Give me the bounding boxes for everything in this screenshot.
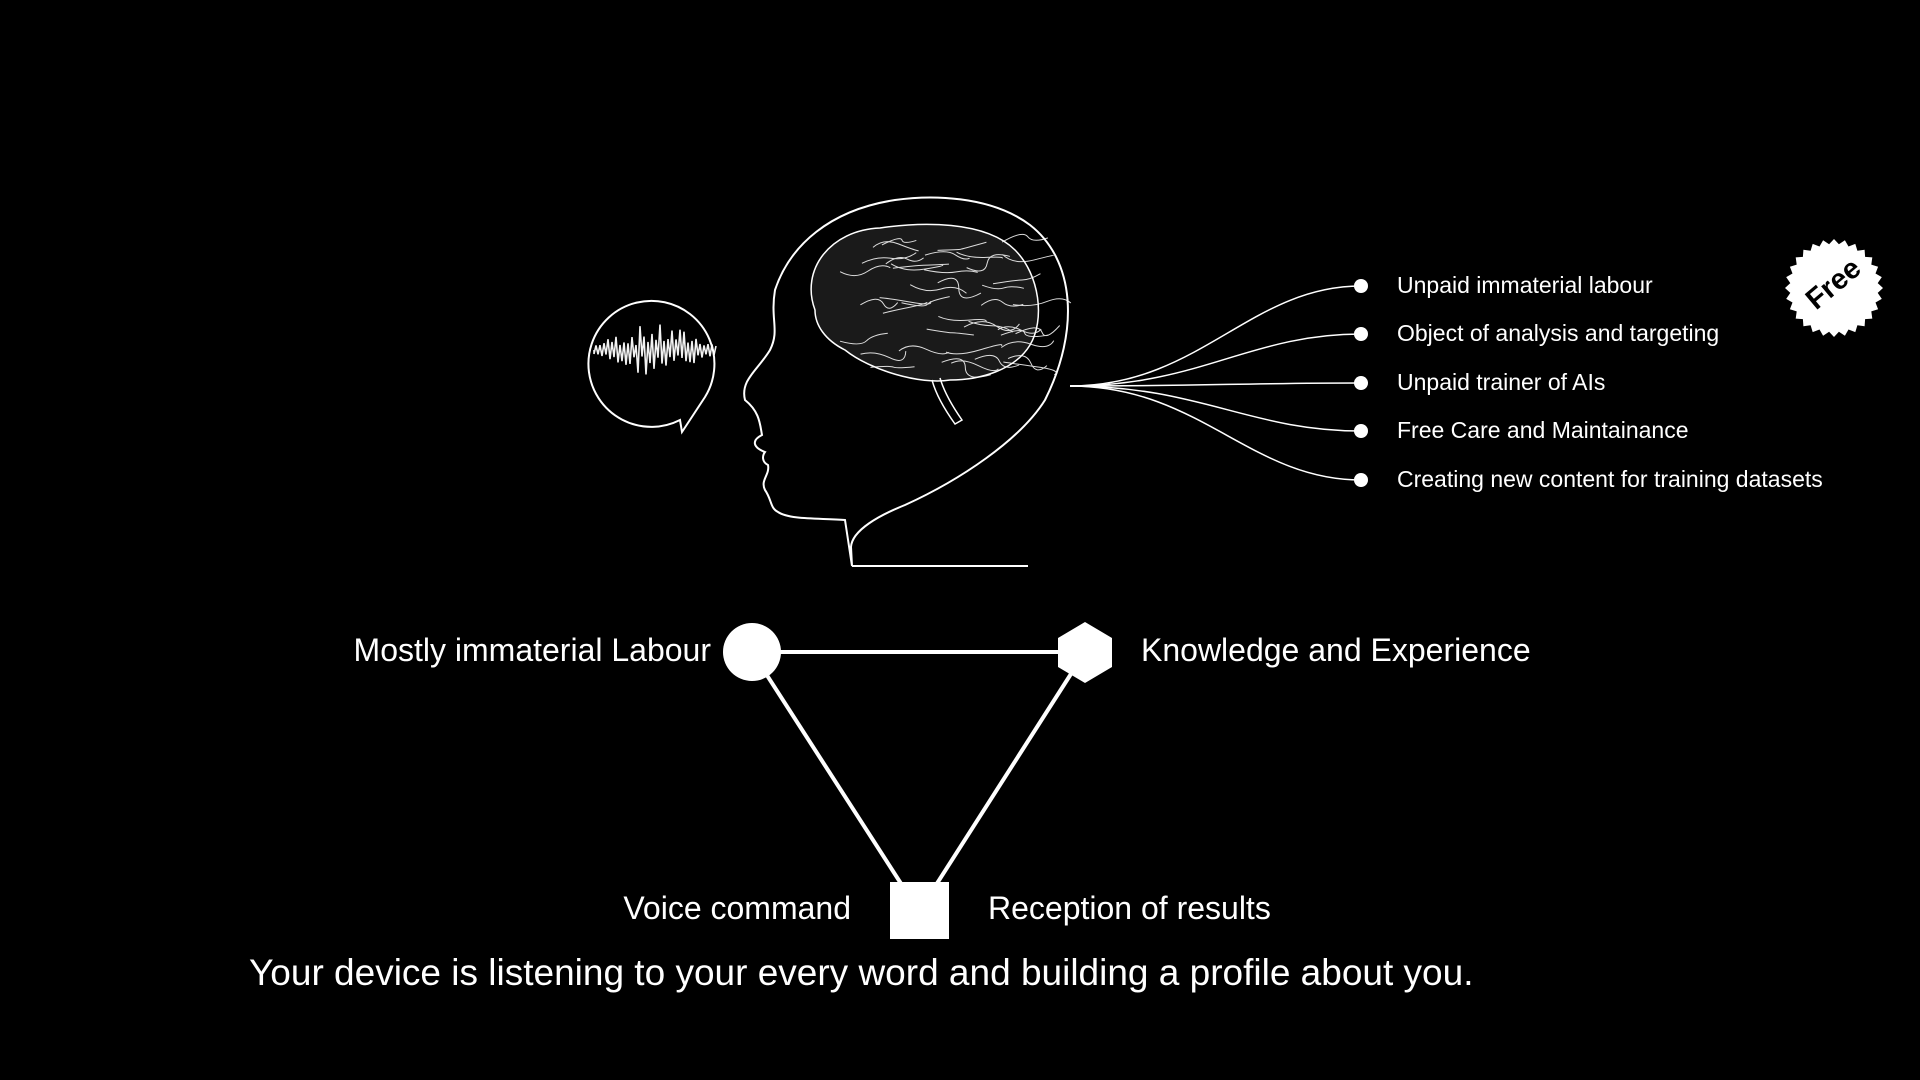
connector-line [1069, 385, 1362, 432]
brain-fold [860, 298, 899, 309]
brain-fold [992, 273, 1041, 285]
brain-fold [839, 332, 888, 345]
connector-line [1069, 333, 1362, 387]
head-silhouette-icon [743, 196, 1069, 567]
brain-fold [872, 241, 919, 252]
connector-line [1069, 285, 1362, 387]
output-dot [1354, 473, 1368, 487]
brain-fold [881, 238, 917, 246]
output-label: Unpaid trainer of AIs [1397, 369, 1606, 395]
output-dots [1354, 279, 1368, 487]
brain-fold [997, 326, 1042, 334]
soundwave-icon [593, 324, 717, 375]
connector-line [1069, 385, 1362, 481]
output-label: Object of analysis and targeting [1397, 320, 1720, 346]
connector-lines [1069, 285, 1362, 481]
brain-fold [937, 241, 987, 251]
brain-fold [974, 354, 1020, 368]
brain-fold [890, 263, 944, 271]
brain-fold [981, 284, 1024, 290]
brain-fold [1003, 361, 1057, 376]
brain-fold [980, 298, 1024, 307]
brain-fold [926, 328, 974, 336]
brain-fold [861, 252, 917, 264]
labour-label: Mostly immaterial Labour [353, 632, 711, 668]
caption: Your device is listening to your every w… [249, 952, 1474, 993]
brain-fold [1001, 233, 1049, 243]
brain-fold [945, 344, 1003, 355]
brain-fold [839, 265, 891, 277]
brain-fold [870, 365, 915, 369]
brain-fold [966, 254, 1011, 272]
brain-fold [909, 284, 967, 294]
brain-fold [924, 251, 970, 260]
brain-fold [879, 297, 932, 305]
brain-fold [963, 321, 1020, 332]
brain-fold [941, 358, 991, 378]
knowledge-node [1058, 622, 1112, 683]
brain-fold [898, 345, 950, 355]
brain-fold [923, 269, 978, 274]
brain-fold [1012, 298, 1072, 307]
voice-node [890, 882, 949, 939]
reception-label: Reception of results [988, 890, 1271, 926]
brain-icon [810, 223, 1072, 425]
output-dot [1354, 424, 1368, 438]
brain-fold [950, 360, 999, 372]
brain-fold [1015, 325, 1061, 337]
brain-fold [1002, 254, 1054, 263]
brain-fold [956, 251, 1003, 259]
brain-fold [937, 277, 982, 299]
brain-fold [938, 316, 987, 322]
connector-line [1069, 382, 1362, 387]
brain-fold [885, 257, 924, 265]
triangle-edges [750, 650, 1087, 912]
output-label: Free Care and Maintainance [1397, 417, 1689, 443]
brain-fold [860, 351, 907, 361]
brain-fold [1007, 355, 1048, 371]
brain-fold [968, 320, 1014, 333]
labour-node [723, 623, 781, 681]
output-dot [1354, 327, 1368, 341]
speech-bubble-icon [587, 299, 716, 435]
brain-fold [1000, 340, 1055, 348]
voice-command-label: Voice command [623, 890, 851, 926]
knowledge-label: Knowledge and Experience [1141, 632, 1531, 668]
output-label: Creating new content for training datase… [1397, 466, 1823, 492]
free-badge-icon [1785, 239, 1883, 337]
output-dot [1354, 376, 1368, 390]
brain-fold [892, 263, 949, 269]
output-label: Unpaid immaterial labour [1397, 272, 1653, 298]
output-dot [1354, 279, 1368, 293]
